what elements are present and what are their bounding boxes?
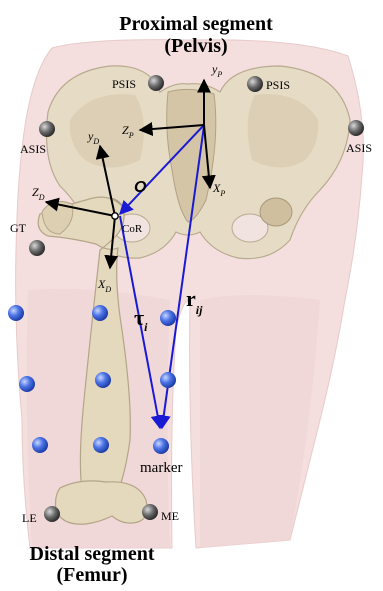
skin-marker	[92, 305, 108, 321]
me-landmark	[142, 504, 158, 520]
proximal-segment-subtitle: (Pelvis)	[164, 35, 227, 57]
target-skin-marker	[153, 438, 169, 454]
skin-marker	[32, 437, 48, 453]
proximal-segment-title: Proximal segment	[119, 13, 273, 35]
skin-marker	[19, 376, 35, 392]
gt-label: GT	[10, 221, 27, 235]
asis-right-landmark	[348, 120, 364, 136]
asis-left-landmark	[39, 121, 55, 137]
le-label: LE	[22, 511, 37, 525]
skin-marker	[160, 372, 176, 388]
skin-marker	[93, 437, 109, 453]
asis-left-label: ASIS	[20, 142, 46, 156]
psis-right-label: PSIS	[266, 78, 290, 92]
asis-right-label: ASIS	[346, 141, 372, 155]
psis-right-landmark	[247, 76, 263, 92]
psis-left-landmark	[148, 75, 164, 91]
psis-left-label: PSIS	[112, 77, 136, 91]
distal-segment-title: Distal segment	[30, 543, 155, 565]
origin-label: O	[134, 179, 147, 196]
center-of-rotation-point	[112, 213, 118, 219]
le-landmark	[44, 506, 60, 522]
distal-segment-subtitle: (Femur)	[56, 564, 127, 586]
skin-marker	[8, 305, 24, 321]
me-label: ME	[161, 509, 179, 523]
center-of-rotation-label: CoR	[122, 223, 143, 235]
skin-marker	[160, 310, 176, 326]
gt-landmark	[29, 240, 45, 256]
marker-label: marker	[140, 460, 182, 476]
skin-marker	[95, 372, 111, 388]
